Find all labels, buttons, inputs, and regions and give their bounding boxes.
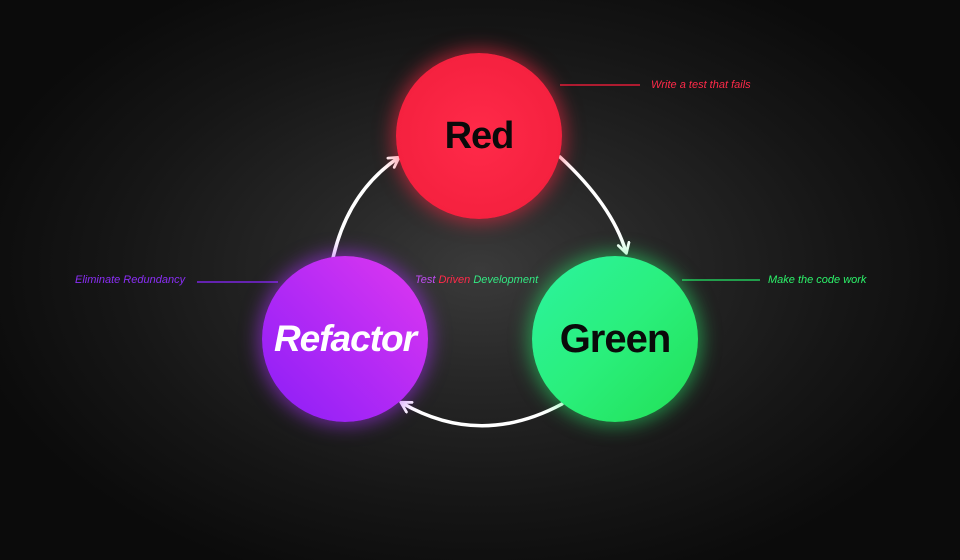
arrow-refactor-to-red	[331, 155, 401, 260]
red-annotation: Write a test that fails	[651, 79, 751, 91]
refactor-annotation: Eliminate Redundancy	[75, 274, 186, 286]
node-green-label: Green	[559, 316, 672, 361]
node-green: Green	[532, 256, 698, 422]
node-refactor-label: Refactor	[273, 318, 417, 359]
node-refactor: Refactor	[262, 256, 428, 422]
title-word-driven: Driven	[438, 274, 471, 286]
node-red-label: Red	[444, 114, 515, 157]
arrow-green-to-refactor	[399, 400, 564, 428]
node-red: Red	[396, 53, 562, 219]
title-word-development: Development	[473, 274, 539, 286]
title-word-test: Test	[415, 274, 436, 286]
center-title: Test Driven Development	[415, 274, 538, 286]
green-annotation: Make the code work	[768, 274, 867, 286]
arrow-red-to-green	[558, 155, 631, 255]
